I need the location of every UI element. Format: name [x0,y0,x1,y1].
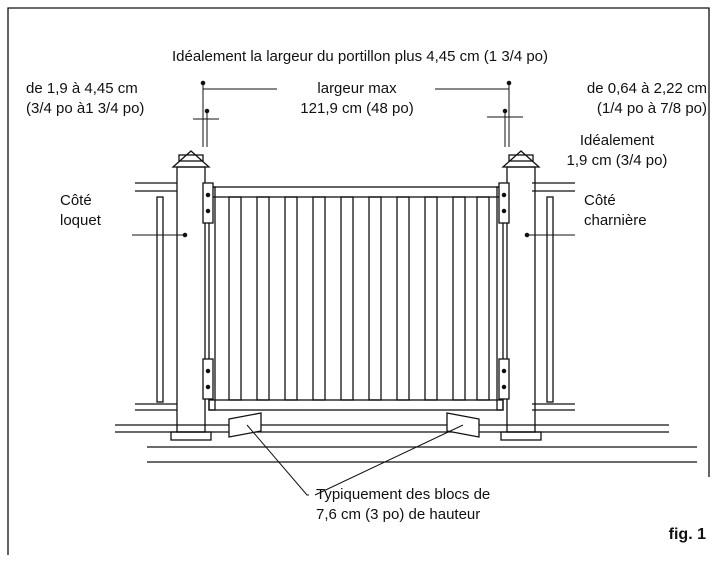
gate-balusters [228,196,490,401]
deck-floor [115,424,697,463]
gate-installation-drawing [7,7,710,555]
max-width-label-line1: largeur max [317,80,397,97]
background-railing [135,182,575,411]
figure-frame: Idéalement la largeur du portillon plus … [7,7,710,555]
max-width-label-line2: 121,9 cm (48 po) [300,100,414,117]
overall-width-label: Idéalement la largeur du portillon plus … [171,48,549,65]
dimension-lines [132,80,575,496]
blocks-label-line1: Typiquement des blocs de [316,486,491,503]
hinge-post [500,150,542,441]
latch-post [170,150,212,441]
hinge-side-label-line1: Côté [584,192,616,209]
right-ideal-label-line2: 1,9 cm (3/4 po) [566,152,668,169]
right-gap-label-line2: (1/4 po à 7/8 po) [596,100,707,117]
gate-frame [208,186,504,411]
left-gap-label-line2: (3/4 po à1 3/4 po) [26,100,145,117]
latch-side-label-line1: Côté [60,192,92,209]
right-ideal-label-line1: Idéalement [579,132,655,149]
gate-brackets [202,182,510,400]
latch-side-label-line2: loquet [60,212,101,229]
right-gap-label-line1: de 0,64 à 2,22 cm [586,80,707,97]
figure-number: fig. 1 [668,526,706,543]
left-gap-label-line1: de 1,9 à 4,45 cm [26,80,138,97]
frame-border [7,7,710,555]
hinge-side-label-line2: charnière [584,212,647,229]
blocks-label-line2: 7,6 cm (3 po) de hauteur [316,506,481,523]
